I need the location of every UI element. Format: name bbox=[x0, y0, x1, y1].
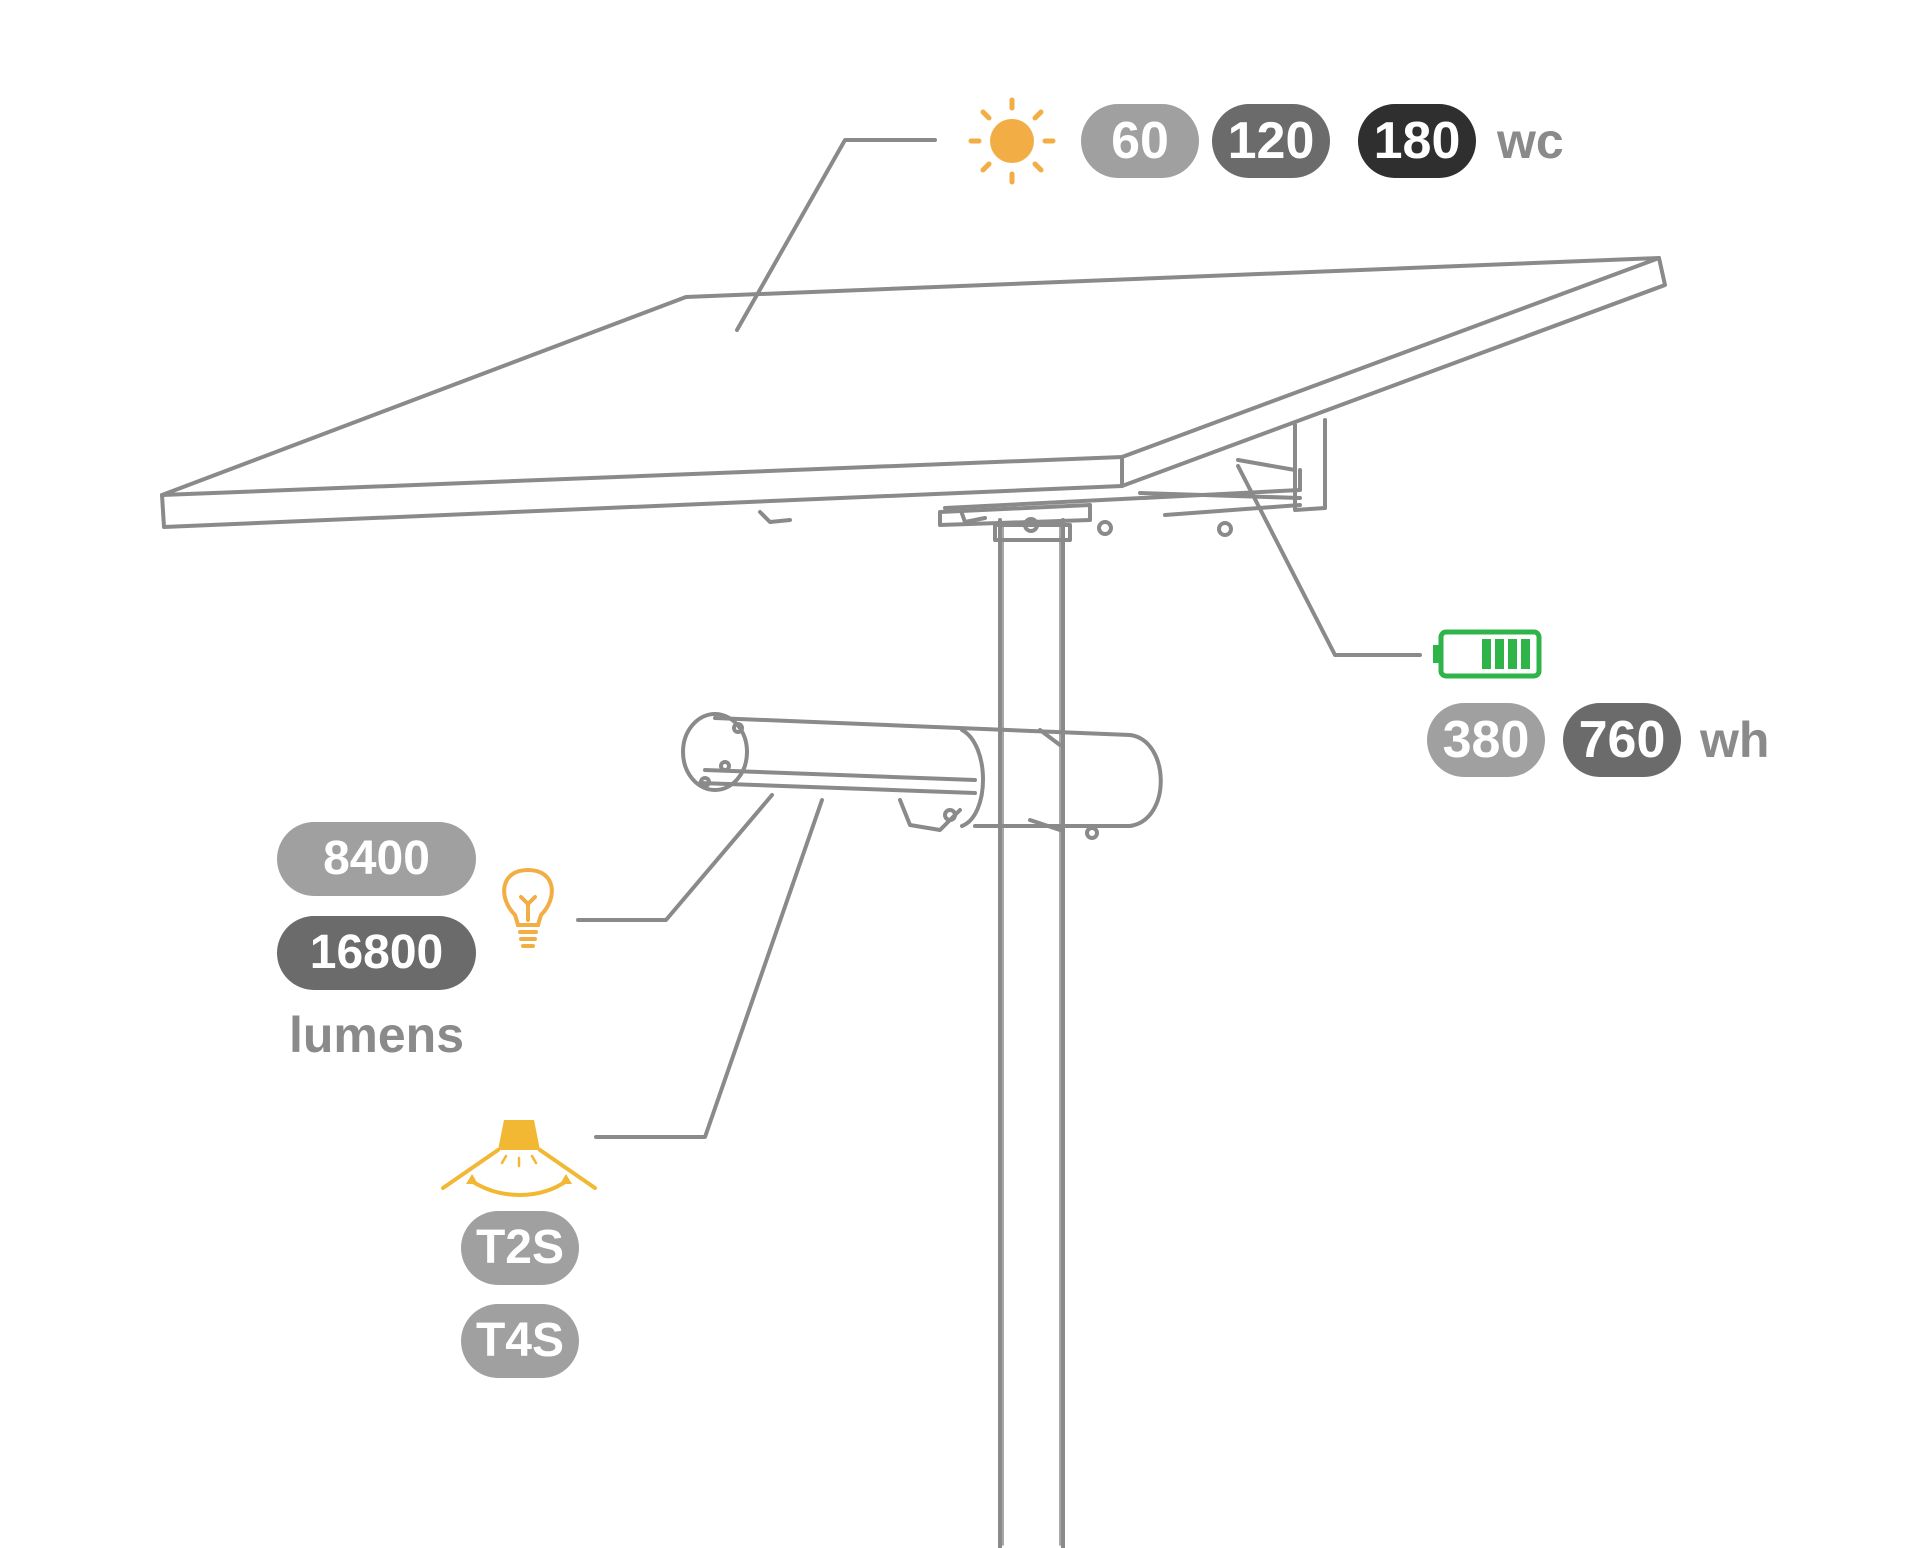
light-beam-icon bbox=[441, 1120, 597, 1197]
battery-icon bbox=[1433, 629, 1542, 679]
lumens-unit: lumens bbox=[288, 1007, 465, 1063]
bulb-icon bbox=[502, 867, 554, 948]
battery-capacity-760: 760 bbox=[1563, 703, 1681, 777]
lumens-8400: 8400 bbox=[277, 822, 476, 896]
battery-capacity-380: 380 bbox=[1427, 703, 1545, 777]
panel-power-unit: wc bbox=[1497, 113, 1564, 169]
optics-callout-line bbox=[594, 798, 824, 1139]
panel-power-60: 60 bbox=[1081, 104, 1199, 178]
solar-panel bbox=[160, 256, 1667, 542]
sun-icon bbox=[968, 97, 1056, 185]
lumens-16800: 16800 bbox=[277, 916, 476, 990]
optics-t4s: T4S bbox=[461, 1304, 579, 1378]
lamp-housing bbox=[681, 712, 1163, 840]
lumens-callout-line bbox=[576, 793, 774, 922]
callout-lines bbox=[576, 138, 1422, 1139]
pole bbox=[998, 518, 1065, 1548]
battery-capacity-unit: wh bbox=[1700, 712, 1770, 768]
panel-power-120: 120 bbox=[1212, 104, 1330, 178]
optics-t2s: T2S bbox=[461, 1211, 579, 1285]
panel-power-180: 180 bbox=[1358, 104, 1476, 178]
panel-callout-line bbox=[735, 138, 937, 332]
battery-callout-line bbox=[1236, 464, 1422, 657]
